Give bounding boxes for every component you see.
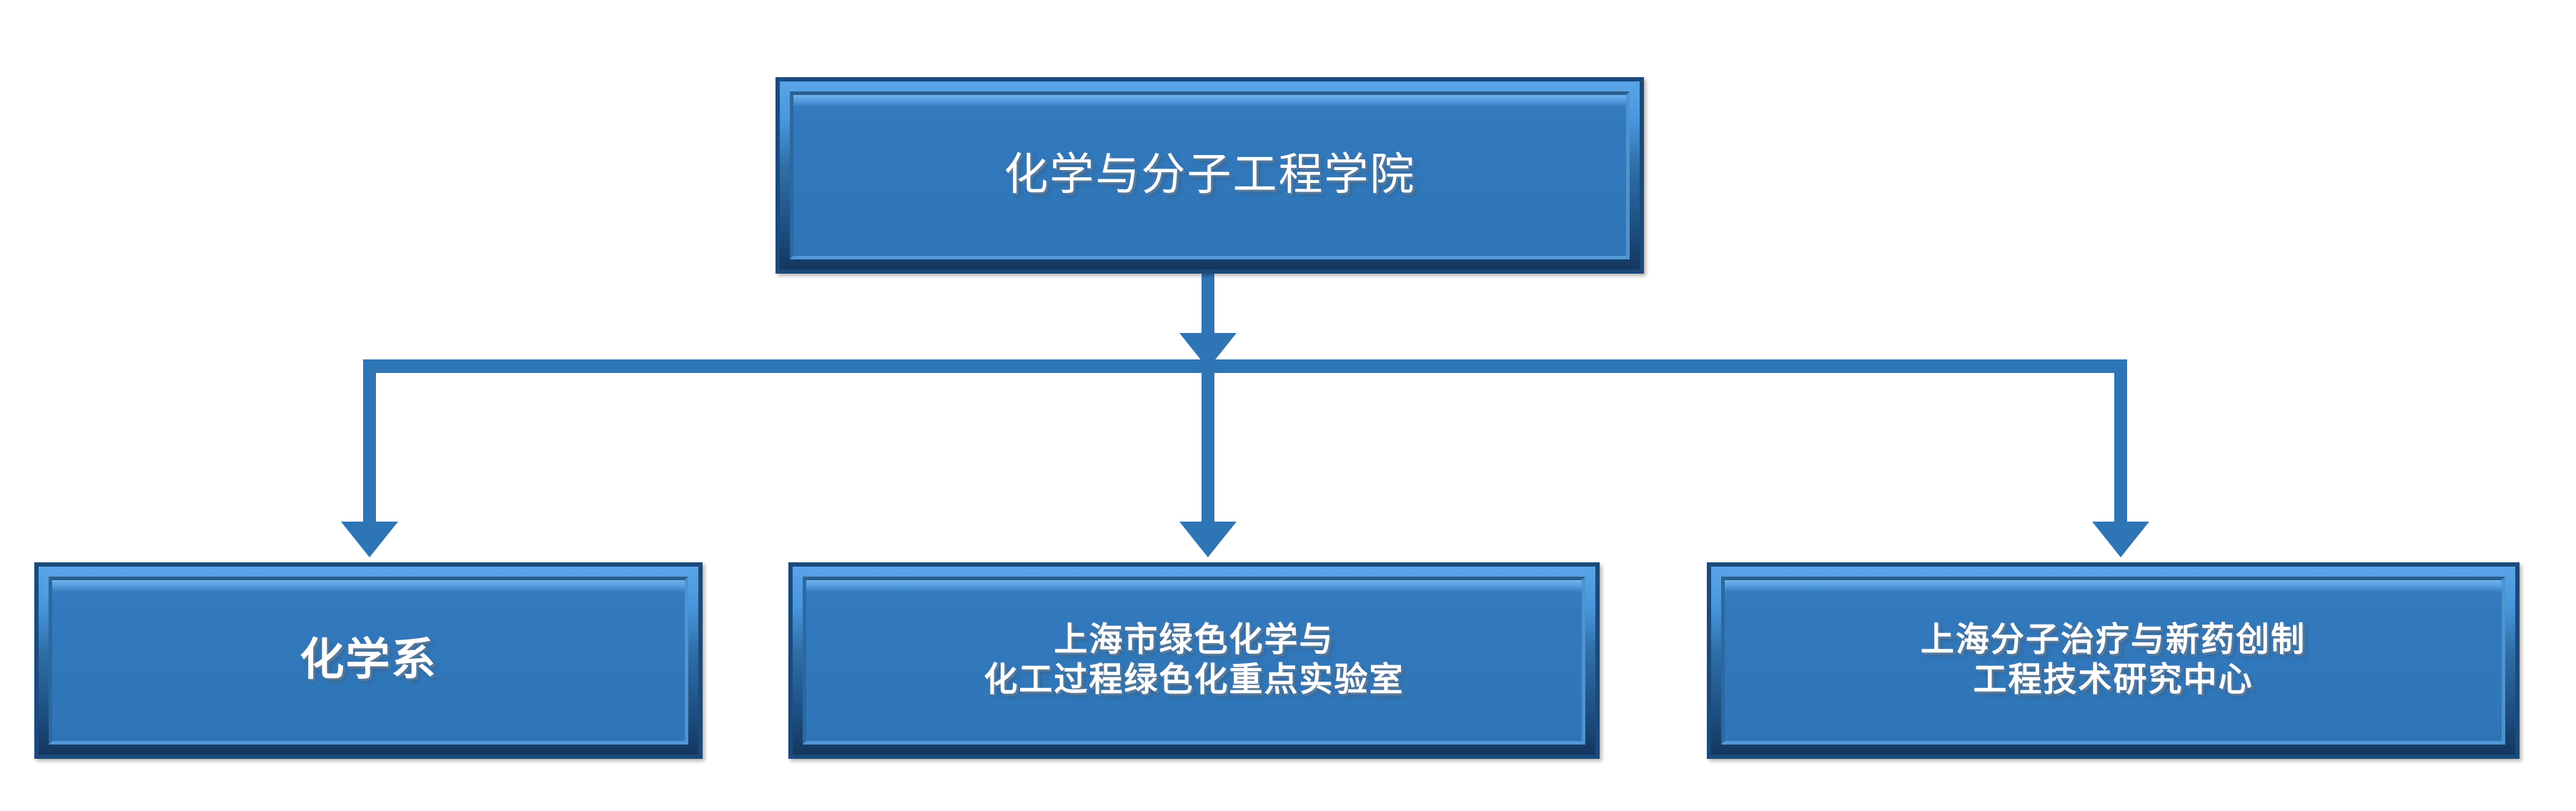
connector-drop-chem-dept	[363, 359, 376, 525]
org-node-drug-research-center-label: 上海分子治疗与新药创制 工程技术研究中心	[1921, 622, 2306, 699]
org-node-green-chemistry-lab[interactable]: 上海市绿色化学与 化工过程绿色化重点实验室	[788, 562, 1600, 759]
node-bevel-outer: 上海市绿色化学与 化工过程绿色化重点实验室	[793, 567, 1595, 755]
node-bevel-inner: 上海市绿色化学与 化工过程绿色化重点实验室	[803, 577, 1585, 745]
arrowhead-chem-dept-icon	[341, 522, 398, 557]
node-bevel-outer: 化学系	[39, 567, 698, 755]
connector-root-stem	[1202, 274, 1214, 337]
org-node-chemistry-department[interactable]: 化学系	[34, 562, 703, 759]
org-node-green-chemistry-lab-label: 上海市绿色化学与 化工过程绿色化重点实验室	[984, 622, 1405, 699]
connector-drop-drug-center	[2114, 359, 2127, 525]
node-face	[806, 580, 1582, 741]
node-face	[793, 95, 1626, 256]
org-node-root[interactable]: 化学与分子工程学院	[776, 77, 1644, 274]
connector-horizontal-bus	[363, 359, 2127, 373]
org-node-chemistry-department-label: 化学系	[299, 635, 437, 685]
node-bevel-inner: 上海分子治疗与新药创制 工程技术研究中心	[1721, 577, 2505, 745]
node-bevel-outer: 上海分子治疗与新药创制 工程技术研究中心	[1711, 567, 2515, 755]
org-node-root-label: 化学与分子工程学院	[1004, 150, 1416, 199]
node-face	[1725, 580, 2502, 741]
node-bevel-inner: 化学系	[49, 577, 688, 745]
org-node-drug-research-center[interactable]: 上海分子治疗与新药创制 工程技术研究中心	[1707, 562, 2520, 759]
connector-drop-green-lab	[1202, 359, 1214, 525]
node-bevel-inner: 化学与分子工程学院	[790, 91, 1630, 259]
node-face	[52, 580, 685, 741]
arrowhead-drug-center-icon	[2092, 522, 2149, 557]
node-bevel-outer: 化学与分子工程学院	[780, 81, 1640, 269]
arrowhead-green-lab-icon	[1179, 522, 1237, 557]
